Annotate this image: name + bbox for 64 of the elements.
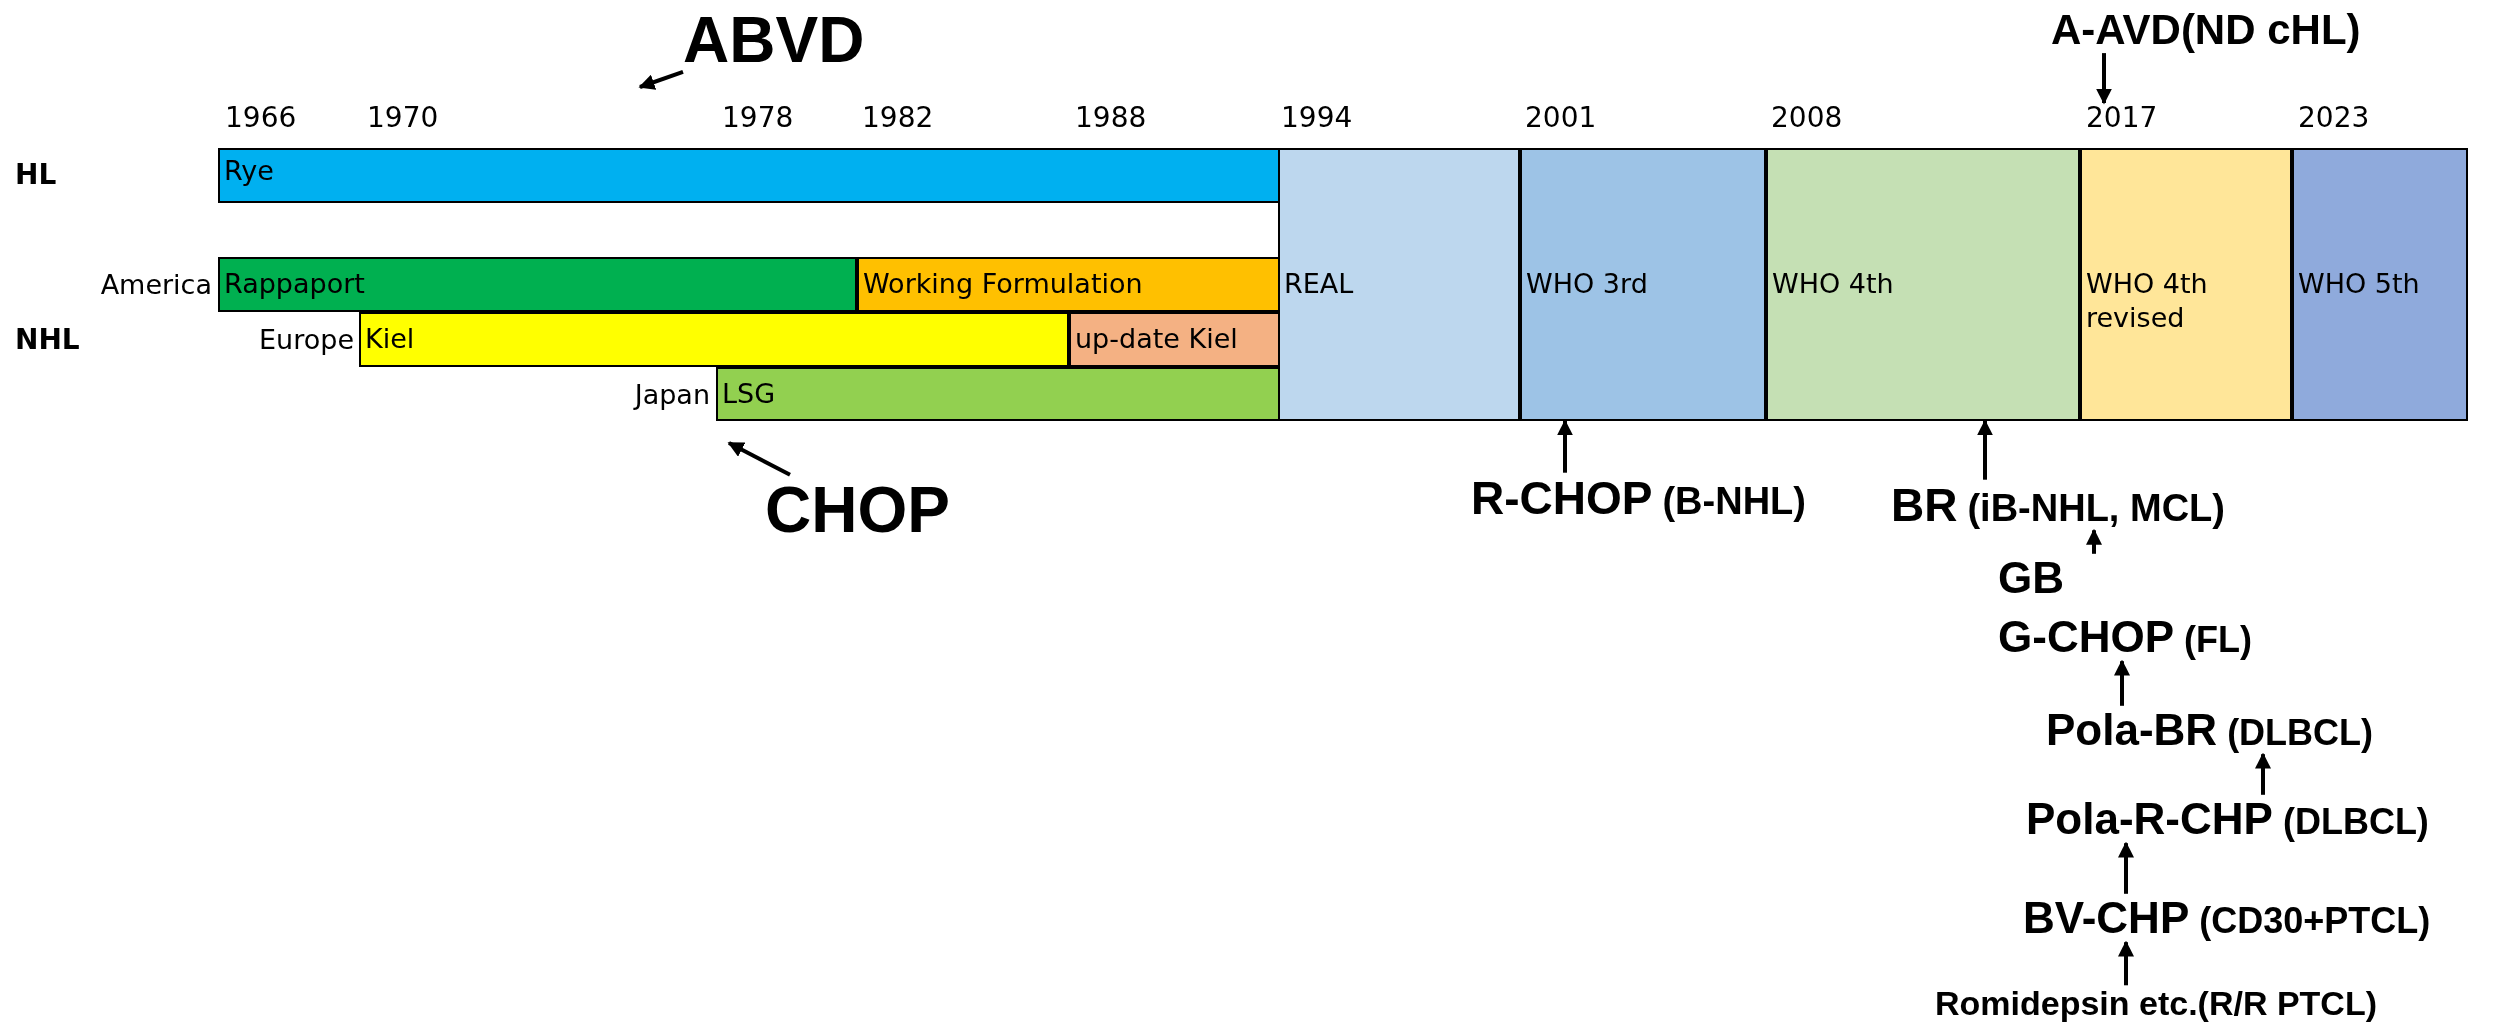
classification-bar bbox=[1069, 312, 1280, 367]
indication-label: (CD30+PTCL) bbox=[2199, 900, 2431, 941]
classification-name: up-date Kiel bbox=[1075, 322, 1239, 356]
year-label: 2023 bbox=[2298, 103, 2370, 134]
regimen-name: GB bbox=[1998, 553, 2064, 603]
regimen-name: Pola-BR bbox=[2046, 705, 2218, 755]
arrow bbox=[2114, 659, 2130, 706]
classification-name: WHO 4th bbox=[1772, 267, 1895, 301]
classification-name: Kiel bbox=[365, 322, 416, 356]
classification-name: REAL bbox=[1284, 267, 1355, 301]
year-label: 1988 bbox=[1075, 103, 1147, 134]
classification-bar bbox=[716, 367, 1280, 421]
arrow bbox=[2118, 841, 2134, 894]
year-label: 1966 bbox=[225, 103, 297, 134]
regimen-name: BR bbox=[1891, 479, 1958, 531]
indication-label: (B-NHL) bbox=[1662, 480, 1806, 523]
regimen-name: BV-CHP bbox=[2023, 893, 2190, 943]
classification-period-bar bbox=[2292, 148, 2468, 421]
classification-name: WHO 3rd bbox=[1526, 267, 1649, 301]
classification-bar bbox=[857, 257, 1280, 312]
regimen-name: Romidepsin etc.(R/R PTCL) bbox=[1935, 985, 2378, 1023]
arrow bbox=[2096, 53, 2112, 105]
classification-bar bbox=[218, 148, 1280, 203]
regimen-name: R-CHOP bbox=[1471, 472, 1653, 524]
arrow bbox=[1977, 419, 1993, 480]
classification-period-bar bbox=[1278, 148, 1520, 421]
region-label: America bbox=[100, 270, 212, 300]
indication-label: (DLBCL) bbox=[2282, 801, 2429, 842]
classification-bar bbox=[218, 257, 857, 312]
classification-name: Working Formulation bbox=[863, 267, 1144, 301]
arrow bbox=[2118, 940, 2134, 986]
row-label: HL bbox=[15, 160, 57, 191]
year-label: 1982 bbox=[862, 103, 934, 134]
regimen-name: Pola-R-CHP bbox=[2026, 794, 2273, 844]
year-label: 2001 bbox=[1525, 103, 1597, 134]
classification-name: Rye bbox=[224, 154, 275, 188]
arrow bbox=[2255, 752, 2271, 795]
arrow bbox=[2086, 528, 2102, 554]
row-label: NHL bbox=[15, 325, 80, 356]
year-label: 2008 bbox=[1771, 103, 1843, 134]
indication-label: (DLBCL) bbox=[2227, 712, 2374, 753]
year-label: 1970 bbox=[367, 103, 439, 134]
classification-name: Rappaport bbox=[224, 267, 366, 301]
classification-period-bar bbox=[2080, 148, 2292, 421]
year-label: 2017 bbox=[2086, 103, 2158, 134]
classification-period-bar bbox=[1520, 148, 1766, 421]
arrow bbox=[1557, 419, 1573, 473]
classification-name: LSG bbox=[722, 377, 777, 411]
region-label: Europe bbox=[259, 325, 354, 355]
regimen-name: G-CHOP bbox=[1998, 612, 2174, 662]
classification-period-bar bbox=[1766, 148, 2080, 421]
arrow bbox=[727, 441, 791, 477]
region-label: Japan bbox=[634, 380, 710, 410]
regimen-name: ABVD bbox=[683, 4, 865, 76]
classification-name: WHO 4th revised bbox=[2086, 267, 2209, 335]
classification-name: WHO 5th bbox=[2298, 267, 2421, 301]
year-label: 1978 bbox=[722, 103, 794, 134]
indication-label: (FL) bbox=[2184, 619, 2252, 660]
indication-label: (iB-NHL, MCL) bbox=[1967, 487, 2225, 530]
regimen-name: CHOP bbox=[765, 474, 950, 546]
regimen-name: A-AVD(ND cHL) bbox=[2051, 6, 2361, 54]
classification-bar bbox=[359, 312, 1069, 367]
year-label: 1994 bbox=[1281, 103, 1353, 134]
arrow bbox=[638, 70, 684, 90]
